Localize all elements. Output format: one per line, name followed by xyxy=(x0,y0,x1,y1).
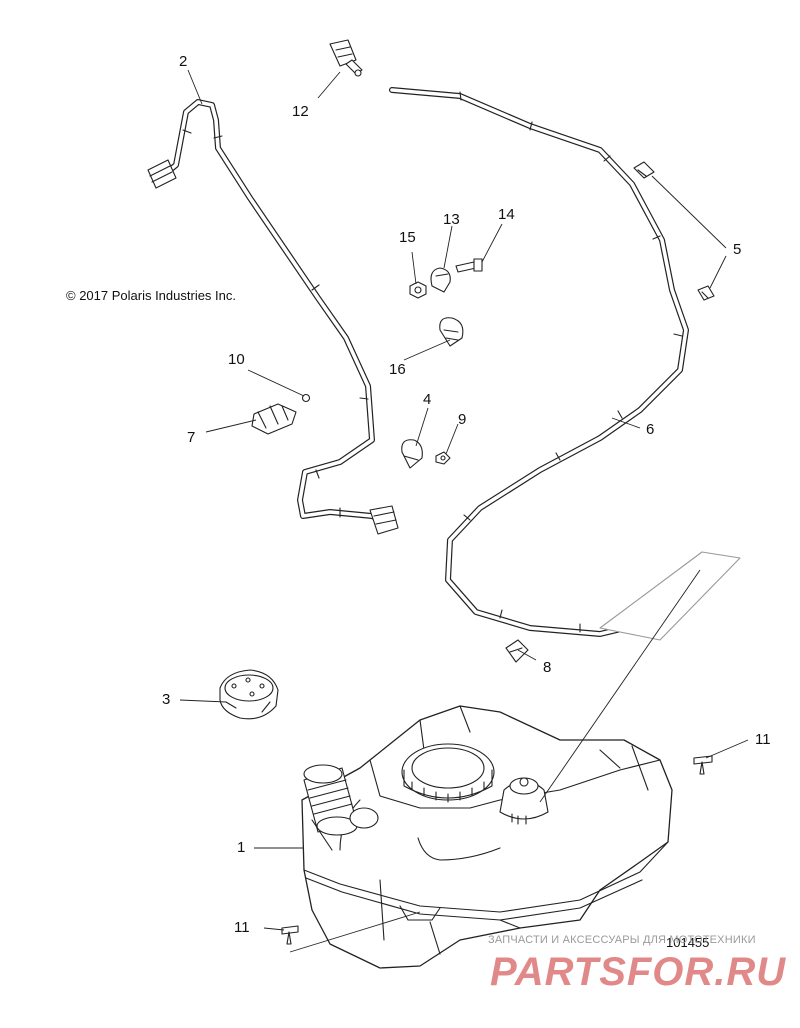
callout-11-upper: 11 xyxy=(755,731,771,748)
vent-fitting-on-tank xyxy=(499,777,549,825)
vent-hose-part-2 xyxy=(147,99,399,535)
callout-12: 12 xyxy=(292,103,309,120)
watermark-brand: PARTSFOR.RU xyxy=(490,950,787,994)
clip-part-8 xyxy=(505,639,529,663)
clamp-part-13 xyxy=(430,267,451,293)
callout-10: 10 xyxy=(228,351,245,368)
clip-part-5-lower xyxy=(697,285,715,301)
callout-14: 14 xyxy=(498,206,515,223)
filler-neck xyxy=(303,764,379,836)
callout-9: 9 xyxy=(458,411,467,428)
nut-part-15 xyxy=(409,281,427,299)
callout-7: 7 xyxy=(187,429,196,446)
bolt-part-14 xyxy=(455,258,483,273)
callout-4: 4 xyxy=(423,391,432,408)
screw-part-11-lower xyxy=(281,925,299,945)
hose-part-6 xyxy=(389,87,705,637)
callout-2: 2 xyxy=(179,53,188,70)
callout-16: 16 xyxy=(389,361,406,378)
nut-part-9 xyxy=(435,451,451,465)
fuel-cap-part-3 xyxy=(219,669,279,720)
fitting-part-12 xyxy=(329,39,363,77)
callout-8: 8 xyxy=(543,659,552,676)
callout-1: 1 xyxy=(237,839,246,856)
callout-15: 15 xyxy=(399,229,416,246)
screw-part-11-upper xyxy=(693,755,713,775)
callout-5: 5 xyxy=(733,241,742,258)
clip-part-7 xyxy=(251,403,297,435)
fuel-pump-ring xyxy=(401,743,495,803)
callout-3: 3 xyxy=(162,691,171,708)
clip-part-5-upper xyxy=(633,161,655,179)
diagram-id: 101455 xyxy=(666,935,710,950)
fuel-tank-part-1 xyxy=(301,705,673,969)
callout-6: 6 xyxy=(646,421,655,438)
callout-11-lower: 11 xyxy=(234,919,250,936)
callout-13: 13 xyxy=(443,211,460,228)
screw-part-10 xyxy=(301,393,311,403)
hose-shield xyxy=(599,551,741,641)
clamp-part-4 xyxy=(401,439,423,469)
watermark-subtitle: ЗАПЧАСТИ И АКСЕССУАРЫ ДЛЯ МОТОТЕХНИКИ xyxy=(488,934,756,946)
clamp-part-16 xyxy=(439,317,464,347)
copyright-notice: © 2017 Polaris Industries Inc. xyxy=(66,288,236,303)
